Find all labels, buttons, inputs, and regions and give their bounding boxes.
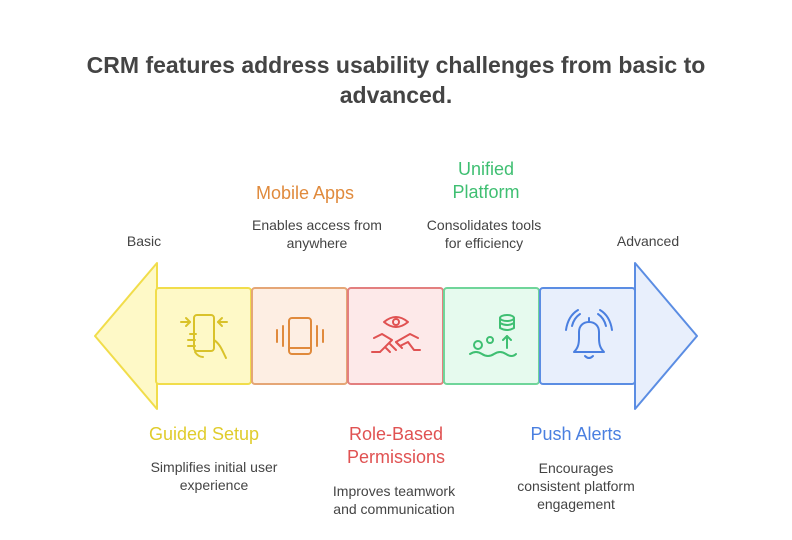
feature-title-unified-platform: Unified Platform bbox=[452, 159, 520, 202]
segment-unified-platform bbox=[443, 287, 540, 385]
bell-alert-icon bbox=[565, 309, 613, 359]
scale-label-basic: Basic bbox=[126, 233, 162, 249]
feature-title-guided-setup: Guided Setup bbox=[148, 424, 260, 444]
segment-push-alerts bbox=[539, 287, 636, 385]
feature-title-role-based-permissions: Role-Based Permissions bbox=[346, 424, 446, 467]
scale-label-advanced: Advanced bbox=[616, 233, 680, 249]
feature-desc-push-alerts: Encourages consistent platform engagemen… bbox=[517, 460, 635, 512]
segment-mobile-apps bbox=[251, 287, 348, 385]
database-gears-icon bbox=[469, 314, 517, 357]
feature-title-push-alerts: Push Alerts bbox=[530, 424, 622, 444]
segment-role-based-permissions bbox=[347, 287, 444, 385]
feature-desc-unified-platform: Consolidates tools for efficiency bbox=[426, 217, 542, 251]
arrow-head-left bbox=[94, 262, 158, 410]
handshake-eye-icon bbox=[371, 316, 421, 353]
page-title: CRM features address usability challenge… bbox=[86, 52, 706, 108]
arrow-head-right bbox=[634, 262, 698, 410]
feature-desc-role-based-permissions: Improves teamwork and communication bbox=[332, 483, 456, 517]
feature-desc-mobile-apps: Enables access from anywhere bbox=[252, 217, 382, 251]
segment-guided-setup bbox=[155, 287, 252, 385]
mobile-vibrate-icon bbox=[276, 317, 324, 355]
feature-desc-guided-setup: Simplifies initial user experience bbox=[150, 459, 278, 493]
feature-title-mobile-apps: Mobile Apps bbox=[255, 183, 355, 203]
phone-setup-icon bbox=[180, 314, 228, 359]
